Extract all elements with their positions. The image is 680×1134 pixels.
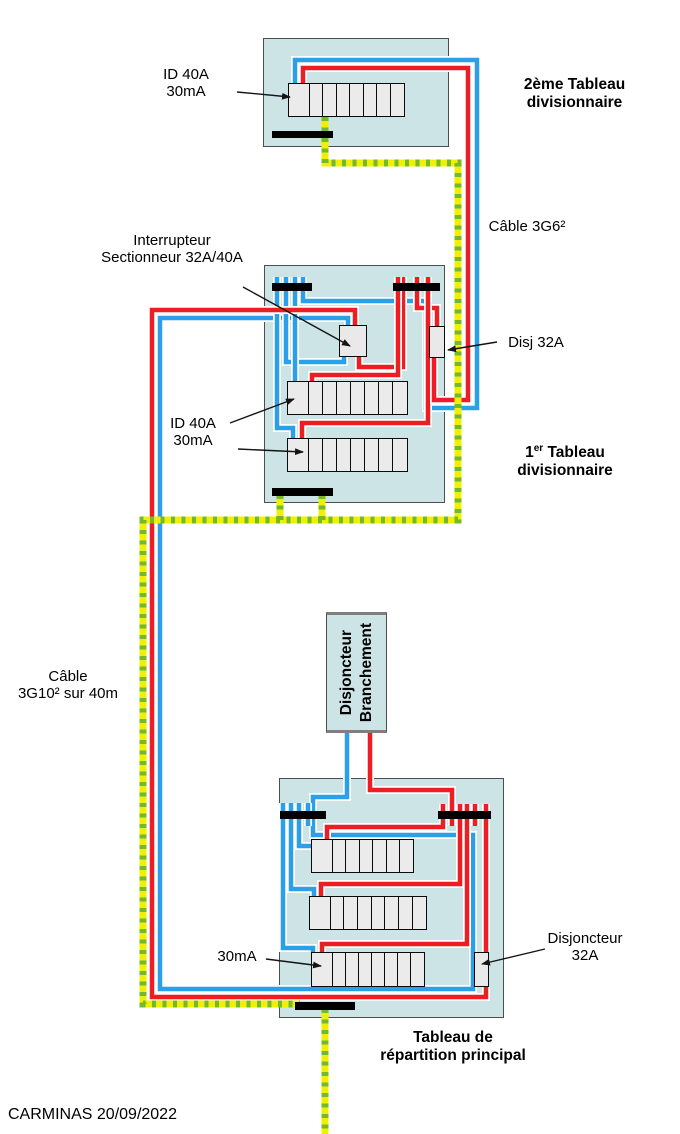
din-module	[411, 896, 427, 930]
label-disjoncteur-32a: Disjoncteur 32A	[547, 930, 623, 965]
din-module	[389, 83, 405, 117]
credit-text: CARMINAS 20/09/2022	[8, 1106, 177, 1123]
busbar-neutral-bottom	[280, 811, 326, 819]
arrow-mid-id-row2	[237, 448, 304, 456]
label-cable-3g10: Câble 3G10² sur 40m	[17, 668, 119, 703]
arrow-30ma	[265, 958, 322, 969]
busbar-earth-mid	[272, 488, 333, 496]
busbar-phase-bottom	[438, 811, 491, 819]
busbar-earth-top-panel	[272, 131, 333, 138]
label-2eme-tableau: 2ème Tableau divisionnaire	[523, 76, 626, 111]
label-interrupteur: Interrupteur Sectionneur 32A/40A	[101, 232, 243, 267]
label-cable-3g6: Câble 3G6²	[488, 218, 566, 235]
label-mid-id: ID 40A 30mA	[170, 415, 216, 450]
din-module	[392, 381, 408, 415]
label-top-id-line1: ID 40A	[163, 66, 209, 83]
label-top-id: ID 40A 30mA	[140, 66, 232, 101]
arrow-interrupteur	[242, 286, 351, 347]
din-module	[410, 952, 425, 987]
busbar-earth-bottom	[295, 1002, 355, 1010]
din-module	[392, 438, 408, 472]
busbar-neutral-mid	[272, 283, 312, 291]
arrow-top-id	[236, 91, 291, 100]
label-top-id-line2: 30mA	[166, 83, 206, 101]
label-disj-32a: Disj 32A	[508, 334, 564, 351]
arrow-disjoncteur-32a	[481, 948, 546, 966]
arrow-disj-32a	[447, 341, 498, 353]
label-1er-tableau: 1er Tableau divisionnaire	[517, 443, 613, 479]
label-30ma: 30mA	[217, 948, 257, 965]
disj-32a-module-mid	[429, 326, 445, 358]
busbar-phase-mid	[393, 283, 440, 291]
din-module	[399, 839, 414, 873]
disjoncteur-branchement-box: Disjoncteur Branchement	[326, 612, 387, 733]
label-tableau-principal: Tableau de répartition principal	[380, 1029, 526, 1064]
arrow-mid-id-row1	[229, 398, 295, 424]
